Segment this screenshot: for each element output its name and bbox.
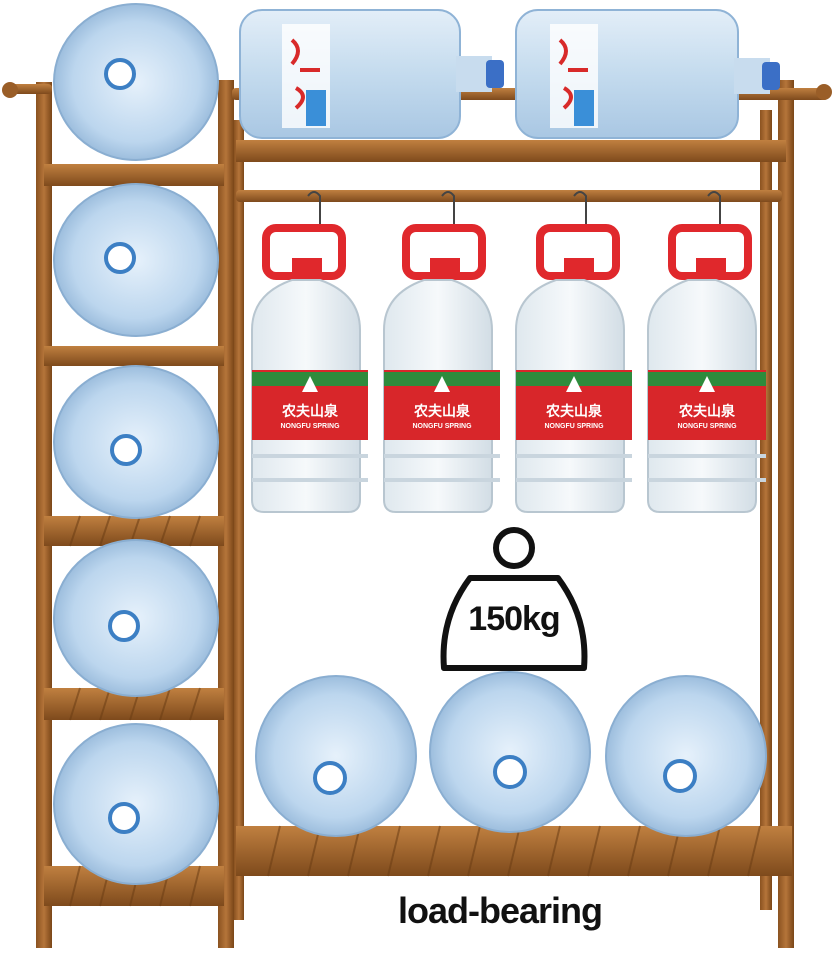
- weight-capacity-label: 150kg: [468, 600, 560, 638]
- jug-brand-en: NONGFU SPRING: [544, 423, 604, 430]
- rack-post: [36, 82, 52, 948]
- ladder-shelf: [44, 164, 224, 186]
- jug-brand-en: NONGFU SPRING: [280, 423, 340, 430]
- jug-brand: 农夫山泉: [545, 403, 603, 419]
- hanging-water-bottle: 农夫山泉 NONGFU SPRING: [251, 191, 368, 513]
- water-jug-horizontal: [515, 9, 780, 139]
- water-jug-round: [605, 675, 767, 837]
- jug-brand: 农夫山泉: [413, 403, 471, 419]
- hanging-water-bottle: 农夫山泉 NONGFU SPRING: [383, 191, 500, 513]
- water-jug-round: [255, 675, 417, 837]
- water-jug-round: [53, 183, 219, 337]
- water-jug-round: [53, 3, 219, 161]
- water-jug-round: [53, 723, 219, 885]
- hanging-water-bottle: 农夫山泉 NONGFU SPRING: [647, 191, 766, 513]
- water-jug-horizontal: [239, 9, 504, 139]
- water-jug-round: [429, 671, 591, 833]
- jug-brand: 农夫山泉: [678, 403, 736, 419]
- load-bearing-caption: load-bearing: [397, 890, 603, 931]
- rack-post: [778, 80, 794, 948]
- jug-brand-en: NONGFU SPRING: [677, 423, 737, 430]
- water-jug-round: [53, 365, 219, 519]
- ladder-shelf: [44, 346, 224, 366]
- jug-brand-en: NONGFU SPRING: [412, 423, 472, 430]
- weight-icon: [440, 527, 588, 671]
- top-shelf: [236, 140, 786, 162]
- hanging-water-bottle: 农夫山泉 NONGFU SPRING: [515, 191, 632, 513]
- hanging-bar: [236, 190, 782, 202]
- rack-post: [760, 110, 772, 910]
- rack-post: [218, 80, 234, 948]
- water-jug-round: [53, 539, 219, 697]
- jug-brand: 农夫山泉: [281, 403, 339, 419]
- rack-post: [234, 120, 244, 920]
